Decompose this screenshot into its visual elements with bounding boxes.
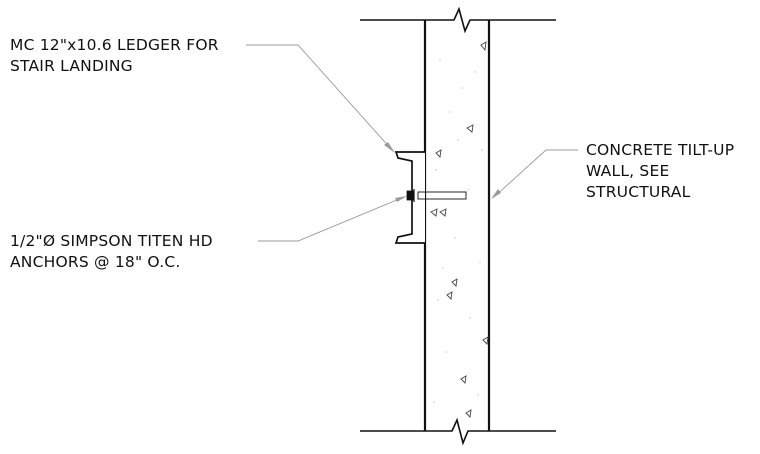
anchors-note-line-1: 1/2"Ø SIMPSON TITEN HD	[10, 232, 213, 250]
concrete-aggregate	[430, 41, 489, 418]
leader-arrowheads	[384, 142, 501, 202]
bottom-floor-line	[360, 417, 556, 446]
wall-note-line-2: WALL, SEE	[586, 162, 670, 180]
ledger-note: MC 12"x10.6 LEDGER FOR STAIR LANDING	[10, 35, 219, 77]
anchors-note-line-2: ANCHORS @ 18" O.C.	[10, 253, 181, 271]
wall-arrowhead	[491, 189, 501, 199]
leader-lines	[246, 44, 578, 242]
anchors-leader	[258, 196, 405, 242]
ledger-leader	[246, 44, 393, 151]
concrete-hatch	[433, 59, 483, 403]
anchor-bolt	[406, 189, 467, 202]
wall-leader	[493, 149, 578, 198]
top-floor-line	[360, 6, 556, 34]
anchors-arrowhead	[395, 196, 407, 202]
concrete-wall	[423, 20, 491, 431]
ledger-note-line-2: STAIR LANDING	[10, 57, 133, 75]
wall-note: CONCRETE TILT-UP WALL, SEE STRUCTURAL	[586, 140, 734, 203]
ledger-note-line-1: MC 12"x10.6 LEDGER FOR	[10, 36, 219, 54]
wall-note-line-1: CONCRETE TILT-UP	[586, 141, 735, 159]
anchors-note: 1/2"Ø SIMPSON TITEN HD ANCHORS @ 18" O.C…	[10, 231, 213, 273]
wall-note-line-3: STRUCTURAL	[586, 183, 691, 201]
ledger-arrowhead	[384, 142, 395, 153]
